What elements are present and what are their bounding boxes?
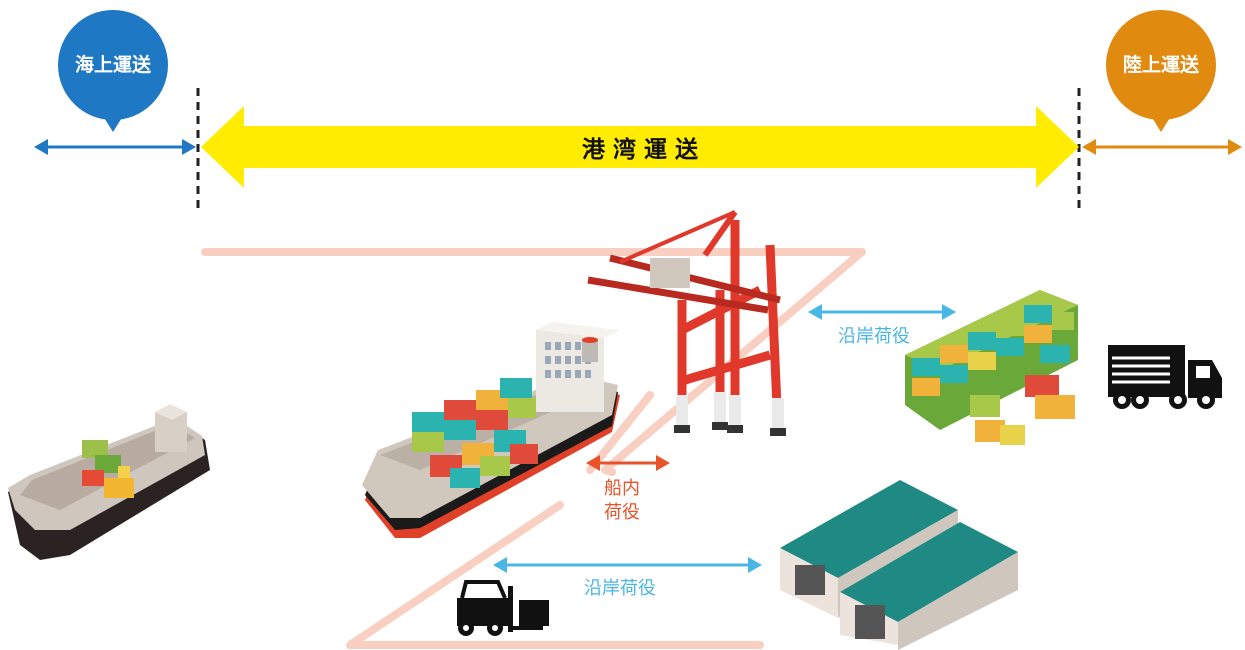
forklift-icon bbox=[457, 580, 549, 636]
warehouse-icon bbox=[780, 480, 1018, 650]
coastal-cargo-label-top: 沿岸荷役 bbox=[838, 326, 910, 347]
ship-cargo-label-line2: 荷役 bbox=[604, 502, 640, 523]
coastal-arrow-bottom bbox=[493, 557, 762, 573]
land-transport-label: 陸上運送 bbox=[1122, 54, 1199, 76]
coastal-arrow-top bbox=[808, 304, 956, 320]
boundary-dashes bbox=[196, 88, 1081, 208]
sea-transport-label: 海上運送 bbox=[74, 54, 151, 76]
land-transport-arrow bbox=[1082, 139, 1242, 155]
port-transport-arrow bbox=[201, 106, 1079, 188]
container-stack-icon bbox=[905, 290, 1078, 445]
truck-icon bbox=[1108, 345, 1222, 409]
gantry-crane-icon bbox=[587, 210, 786, 436]
land-transport-bubble: 陸上運送 bbox=[1106, 10, 1216, 132]
ship-cargo-arrow bbox=[586, 455, 670, 471]
sea-transport-arrow bbox=[34, 139, 196, 155]
container-ship-icon bbox=[362, 322, 620, 538]
ship-cargo-label-line1: 船内 bbox=[604, 478, 640, 499]
small-cargo-ship-icon bbox=[8, 404, 210, 560]
coastal-cargo-label-bottom: 沿岸荷役 bbox=[584, 578, 656, 599]
port-transport-label: 港 湾 運 送 bbox=[581, 137, 699, 163]
sea-transport-bubble: 海上運送 bbox=[58, 10, 168, 132]
